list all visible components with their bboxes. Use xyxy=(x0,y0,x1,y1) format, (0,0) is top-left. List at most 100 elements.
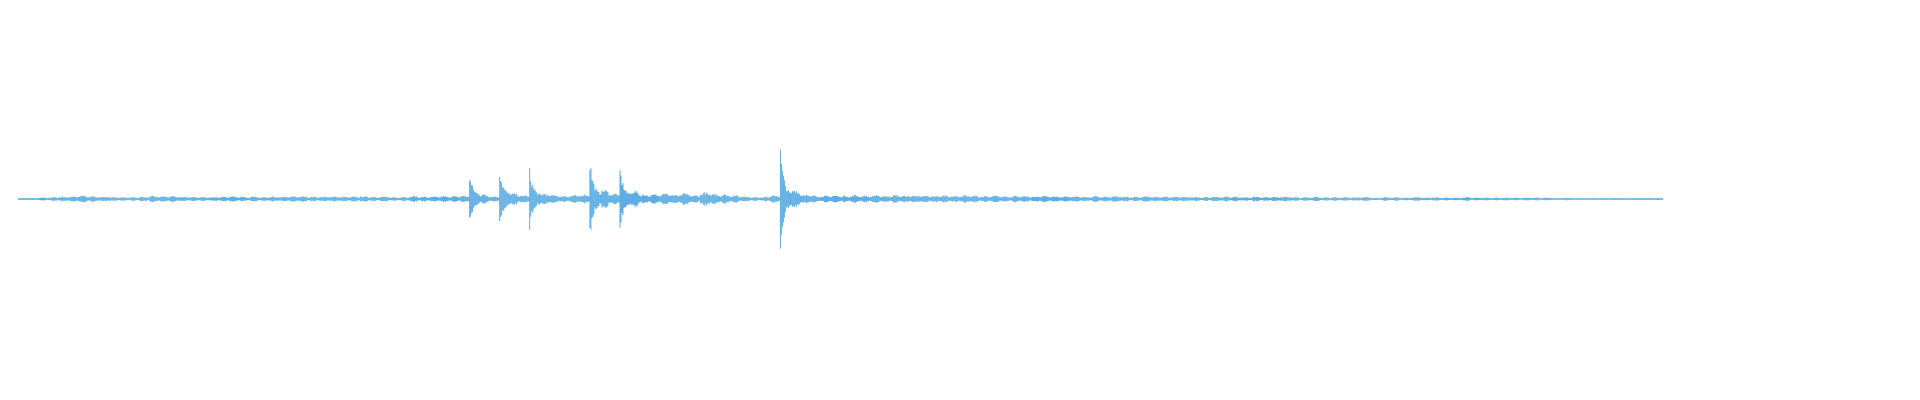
waveform-bar xyxy=(743,196,745,202)
waveform-bar xyxy=(1367,197,1369,201)
waveform-bar xyxy=(1050,197,1052,201)
waveform-bar xyxy=(422,196,423,202)
waveform-bar xyxy=(1642,198,1643,200)
waveform-bar xyxy=(467,196,469,202)
waveform-bar xyxy=(961,197,963,201)
waveform-bar xyxy=(645,196,647,202)
waveform-bar xyxy=(842,197,843,201)
waveform-bar xyxy=(721,195,723,203)
waveform-bar xyxy=(1265,197,1266,201)
waveform-segment xyxy=(1631,198,1643,200)
waveform-bar xyxy=(700,194,702,204)
waveform-bar xyxy=(1391,198,1393,200)
waveform-bar xyxy=(972,196,974,202)
waveform-segment xyxy=(1511,197,1523,201)
waveform-bar xyxy=(1020,197,1022,201)
waveform-bar xyxy=(1026,196,1028,202)
waveform-bar xyxy=(802,195,804,203)
waveform-bar xyxy=(380,197,382,201)
waveform-bar xyxy=(1460,198,1462,200)
waveform-bar xyxy=(267,197,269,201)
waveform-bar xyxy=(113,197,115,201)
waveform-bar xyxy=(520,196,522,202)
waveform-bar xyxy=(98,197,100,201)
waveform-bar xyxy=(1351,197,1353,200)
waveform-bar xyxy=(93,197,95,201)
waveform-bar xyxy=(891,196,893,202)
waveform-bar xyxy=(1492,198,1494,200)
waveform-bar xyxy=(975,195,977,203)
waveform-bar xyxy=(444,196,445,202)
waveform-bar xyxy=(391,197,393,201)
waveform-bar xyxy=(650,195,652,203)
waveform-bar xyxy=(643,195,645,203)
waveform-bar xyxy=(497,196,499,202)
waveform-bar xyxy=(929,197,931,201)
waveform-bar xyxy=(1001,196,1003,202)
waveform-bar xyxy=(1497,198,1499,200)
waveform-segment xyxy=(1231,196,1242,202)
waveform-bar xyxy=(81,196,83,202)
waveform-bar xyxy=(1059,197,1061,201)
waveform-segment xyxy=(218,196,230,202)
waveform-bar xyxy=(1089,197,1091,201)
waveform-bar xyxy=(400,197,402,201)
waveform-bar xyxy=(889,197,891,201)
waveform-bar xyxy=(112,197,114,201)
waveform-bar xyxy=(376,197,378,201)
waveform-bar xyxy=(1493,197,1495,201)
waveform-bar xyxy=(1189,197,1191,201)
waveform-bar xyxy=(20,198,21,200)
waveform-bar xyxy=(1137,197,1139,201)
waveform-bar xyxy=(585,195,587,202)
waveform-bar xyxy=(1434,197,1436,201)
waveform-bar xyxy=(182,197,184,201)
waveform-bar xyxy=(1505,197,1507,201)
waveform-bar xyxy=(1153,197,1155,201)
waveform-bar xyxy=(1444,197,1446,201)
waveform-bar xyxy=(751,197,753,201)
waveform-bar xyxy=(1358,197,1360,201)
waveform-bar xyxy=(1559,198,1561,200)
waveform-bar xyxy=(1337,197,1339,201)
waveform-bar xyxy=(1598,198,1600,200)
waveform-bar xyxy=(342,196,344,202)
waveform-bar xyxy=(516,193,518,205)
waveform-bar xyxy=(1548,197,1550,201)
waveform-bar xyxy=(895,195,897,203)
waveform-bar xyxy=(1620,198,1622,200)
waveform-bar xyxy=(810,196,812,202)
waveform-bar xyxy=(485,195,487,203)
waveform-bar xyxy=(607,192,609,206)
waveform-bar xyxy=(1425,197,1427,201)
waveform-bar xyxy=(723,194,725,204)
waveform-bar xyxy=(849,197,850,201)
waveform-bar xyxy=(537,194,539,204)
waveform-bar xyxy=(892,196,894,202)
waveform-bar xyxy=(482,194,484,203)
waveform-bar xyxy=(211,197,213,201)
waveform-bar xyxy=(735,195,737,203)
waveform-bar xyxy=(1009,197,1011,201)
waveform-bar xyxy=(1490,198,1492,200)
waveform-segment xyxy=(1471,197,1483,201)
waveform-bar xyxy=(572,196,574,202)
waveform-bar xyxy=(999,197,1001,201)
waveform-bar xyxy=(637,193,639,205)
waveform-bar xyxy=(1328,197,1330,201)
waveform-bar xyxy=(519,196,521,202)
waveform-segment xyxy=(1281,196,1293,202)
waveform-bar xyxy=(456,196,457,202)
waveform-bar xyxy=(170,196,172,202)
waveform-segment xyxy=(238,196,250,202)
waveform-bar xyxy=(245,197,247,201)
waveform-bar xyxy=(375,197,377,201)
waveform-bar xyxy=(1570,198,1572,200)
waveform-bar xyxy=(821,197,822,201)
waveform-bar xyxy=(64,197,66,201)
waveform-bar xyxy=(1047,196,1049,202)
waveform-bar xyxy=(706,193,708,205)
waveform-bar xyxy=(618,195,620,203)
waveform-bar xyxy=(1070,197,1072,201)
